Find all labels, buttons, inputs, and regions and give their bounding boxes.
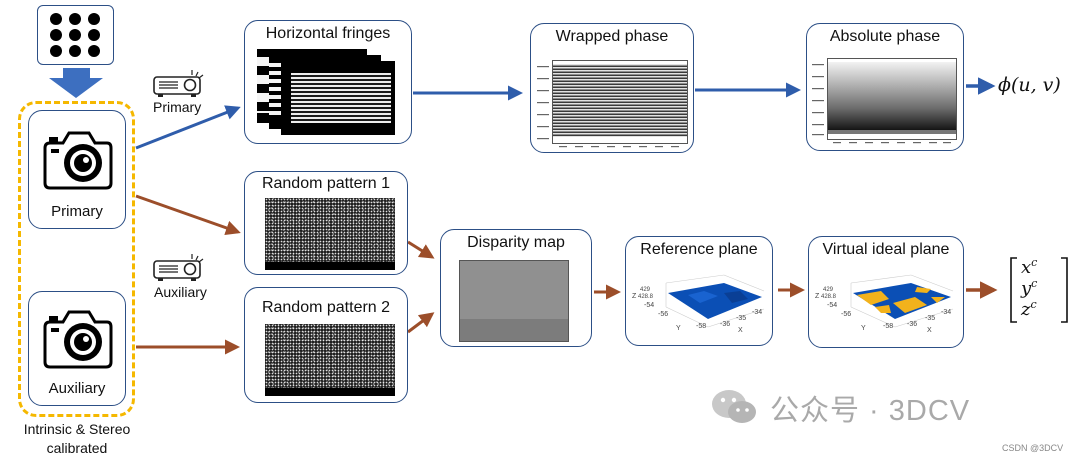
auxiliary-camera-label: Auxiliary	[48, 380, 106, 397]
vector-z-entry: zc	[1021, 298, 1037, 320]
random1-to-disparity-arrow	[407, 240, 435, 259]
absolute-phase-y-ticks	[812, 64, 824, 136]
random-pattern-1-border	[265, 262, 395, 270]
random-pattern-2-box: Random pattern 2	[244, 287, 408, 403]
disparity-map-title: Disparity map	[467, 234, 565, 251]
reference-x-tick-2: -35	[736, 315, 747, 322]
virtual-y-tick-3: -58	[883, 323, 894, 330]
watermark-credit: CSDN @3DCV	[1002, 443, 1064, 453]
disparity-map-image	[459, 260, 569, 342]
phase-output-label: ϕ(u, v)	[998, 74, 1061, 96]
random-pattern-1-box: Random pattern 1	[244, 171, 408, 275]
calibration-note-line1: Intrinsic & Stereo	[23, 421, 131, 437]
projector-icon	[153, 70, 204, 97]
virtual-x-tick-1: -36	[907, 321, 918, 328]
absolute-phase-title: Absolute phase	[829, 28, 941, 45]
reference-y-tick-3: -58	[696, 323, 707, 330]
reference-plane-title: Reference plane	[640, 241, 758, 258]
wrapped-phase-x-ticks	[559, 146, 679, 148]
calibrated-rig-frame	[18, 101, 135, 417]
wechat-logo-icon	[712, 390, 756, 423]
reference-plane-surface-plot	[665, 274, 765, 328]
reference-x-tick-3: -34	[752, 309, 763, 316]
primary-camera-label: Primary	[51, 203, 103, 220]
virtual-x-tick-2: -35	[925, 315, 936, 322]
horizontal-fringes-box: Horizontal fringes	[244, 20, 412, 144]
reference-x-axis-label: X	[738, 327, 743, 334]
reference-z-axis-label: Z	[632, 293, 637, 300]
wrapped-phase-y-ticks	[537, 66, 549, 140]
random-pattern-2-image	[265, 324, 395, 388]
vector-brackets	[1010, 257, 1068, 323]
primary-camera-box: Primary	[28, 110, 126, 229]
virtual-y-tick-1: -54	[827, 302, 838, 309]
wrapped-phase-image	[552, 60, 688, 144]
absolute-phase-box: Absolute phase	[806, 23, 964, 151]
wrapped-phase-title: Wrapped phase	[555, 28, 669, 45]
watermark-text: 公众号 · 3DCV	[770, 395, 971, 427]
virtual-x-axis-label: X	[927, 327, 932, 334]
virtual-ideal-plane-title: Virtual ideal plane	[822, 241, 950, 258]
primary-to-fringes-arrow	[135, 105, 241, 150]
virtual-z-tick-1: 429	[823, 287, 834, 293]
pattern-to-camera-arrow	[49, 68, 103, 98]
disparity-map-box: Disparity map	[440, 229, 592, 347]
horizontal-fringes-title: Horizontal fringes	[265, 25, 391, 42]
primary-projector-label: Primary	[153, 99, 202, 115]
coordinate-vector: xc yc zc	[1008, 256, 1070, 324]
virtual-ideal-plane-surface-plot	[850, 274, 954, 328]
fringe-image-front	[281, 61, 395, 135]
auxiliary-camera-box: Auxiliary	[28, 291, 126, 406]
calibration-note-line2: calibrated	[46, 440, 108, 456]
reference-y-tick-2: -56	[658, 311, 669, 318]
reference-z-tick-1: 429	[640, 287, 651, 293]
dot-grid-icon	[50, 13, 100, 57]
random2-to-disparity-arrow	[407, 312, 435, 334]
random-pattern-2-border	[265, 388, 395, 396]
random-pattern-1-title: Random pattern 1	[261, 175, 391, 192]
absolute-phase-image	[827, 58, 957, 140]
wrapped-phase-box: Wrapped phase	[530, 23, 694, 153]
camera-icon	[43, 131, 113, 190]
reference-plane-box: Reference plane Z 429 428.8 -54 -56 -58 …	[625, 236, 773, 346]
reference-z-tick-2: 428.8	[638, 294, 654, 300]
reference-x-tick-1: -36	[720, 321, 731, 328]
random-pattern-1-image	[265, 198, 395, 262]
virtual-x-tick-3: -34	[941, 309, 952, 316]
virtual-z-axis-label: Z	[815, 293, 820, 300]
primary-to-random1-arrow	[135, 194, 241, 236]
virtual-y-tick-2: -56	[841, 311, 852, 318]
camera-icon	[43, 310, 113, 369]
reference-y-tick-1: -54	[644, 302, 655, 309]
vector-y-entry: yc	[1021, 277, 1038, 299]
reference-y-axis-label: Y	[676, 325, 681, 332]
virtual-y-axis-label: Y	[861, 325, 866, 332]
dot-pattern-card	[37, 5, 114, 65]
vector-x-entry: xc	[1021, 256, 1038, 278]
virtual-ideal-plane-box: Virtual ideal plane Z 429 428.8 -54 -56 …	[808, 236, 964, 348]
projector-icon	[153, 254, 204, 281]
random-pattern-2-title: Random pattern 2	[261, 299, 391, 316]
auxiliary-projector-label: Auxiliary	[154, 284, 207, 300]
virtual-z-tick-2: 428.8	[821, 294, 837, 300]
absolute-phase-x-ticks	[833, 142, 951, 144]
